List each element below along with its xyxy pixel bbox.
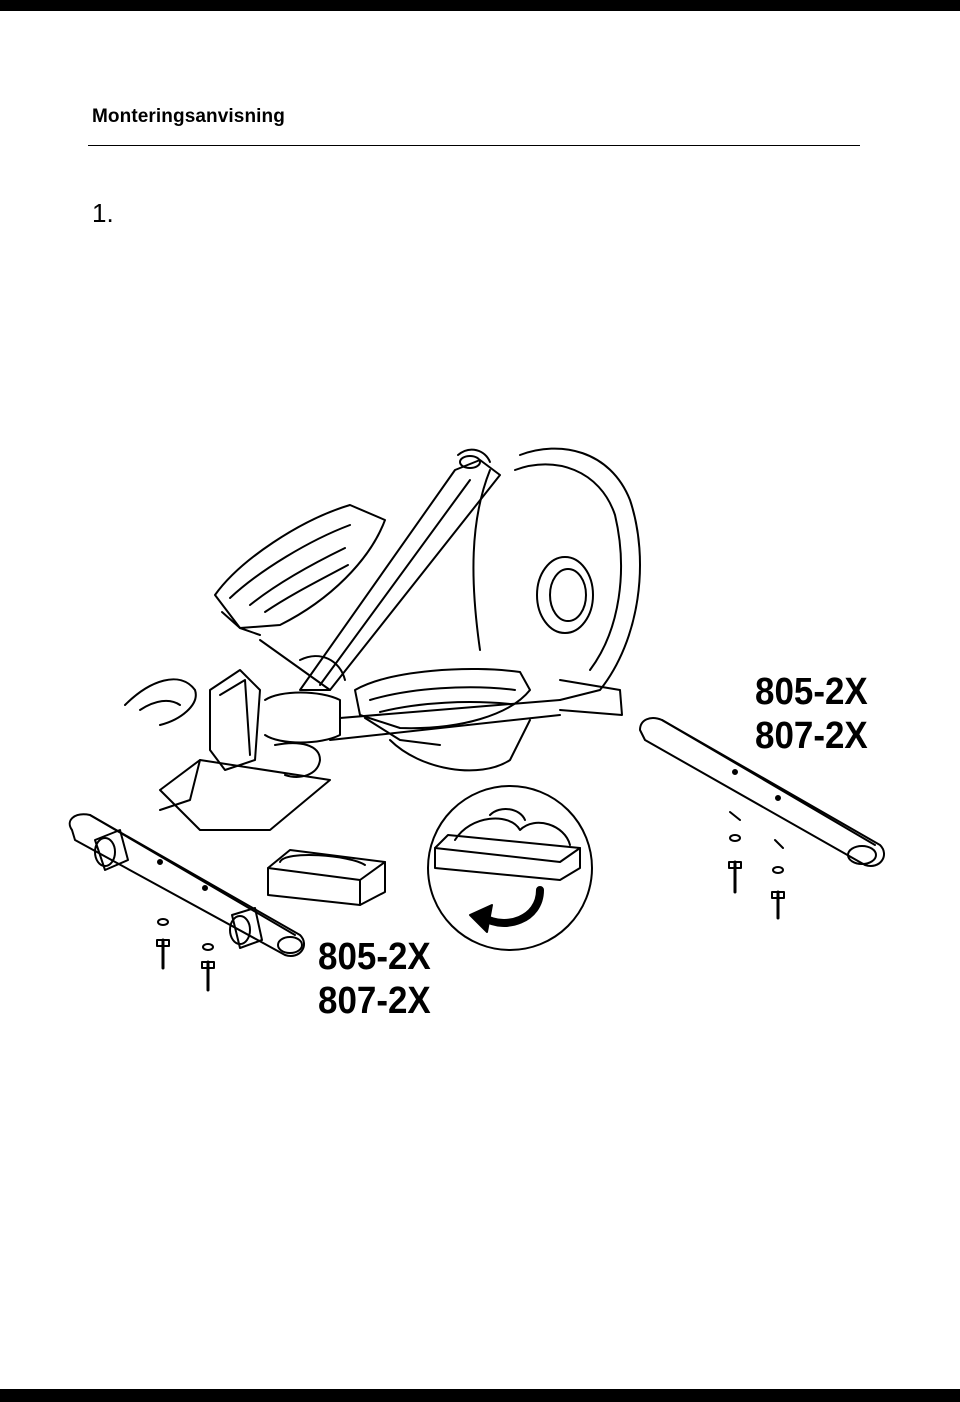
front-stabilizer-drawing: [68, 813, 305, 992]
header-rule: [88, 145, 860, 146]
step-number: 1.: [92, 198, 114, 228]
front-part-label: 805-2X 807-2X: [318, 935, 431, 1023]
packing-block-drawing: [267, 849, 386, 906]
top-border-bar: [0, 0, 960, 11]
elliptical-trainer-drawing: [124, 447, 641, 831]
front-part-code-2: 807-2X: [318, 980, 431, 1022]
front-part-code-1: 805-2X: [318, 936, 431, 978]
rear-part-label: 805-2X 807-2X: [755, 670, 868, 758]
rear-part-code-2: 807-2X: [755, 715, 868, 757]
page-title: Monteringsanvisning: [92, 106, 285, 127]
rear-part-code-1: 805-2X: [755, 671, 868, 713]
bottom-border-bar: [0, 1389, 960, 1402]
detail-circle-drawing: [427, 785, 593, 951]
rear-stabilizer-drawing: [639, 717, 885, 920]
